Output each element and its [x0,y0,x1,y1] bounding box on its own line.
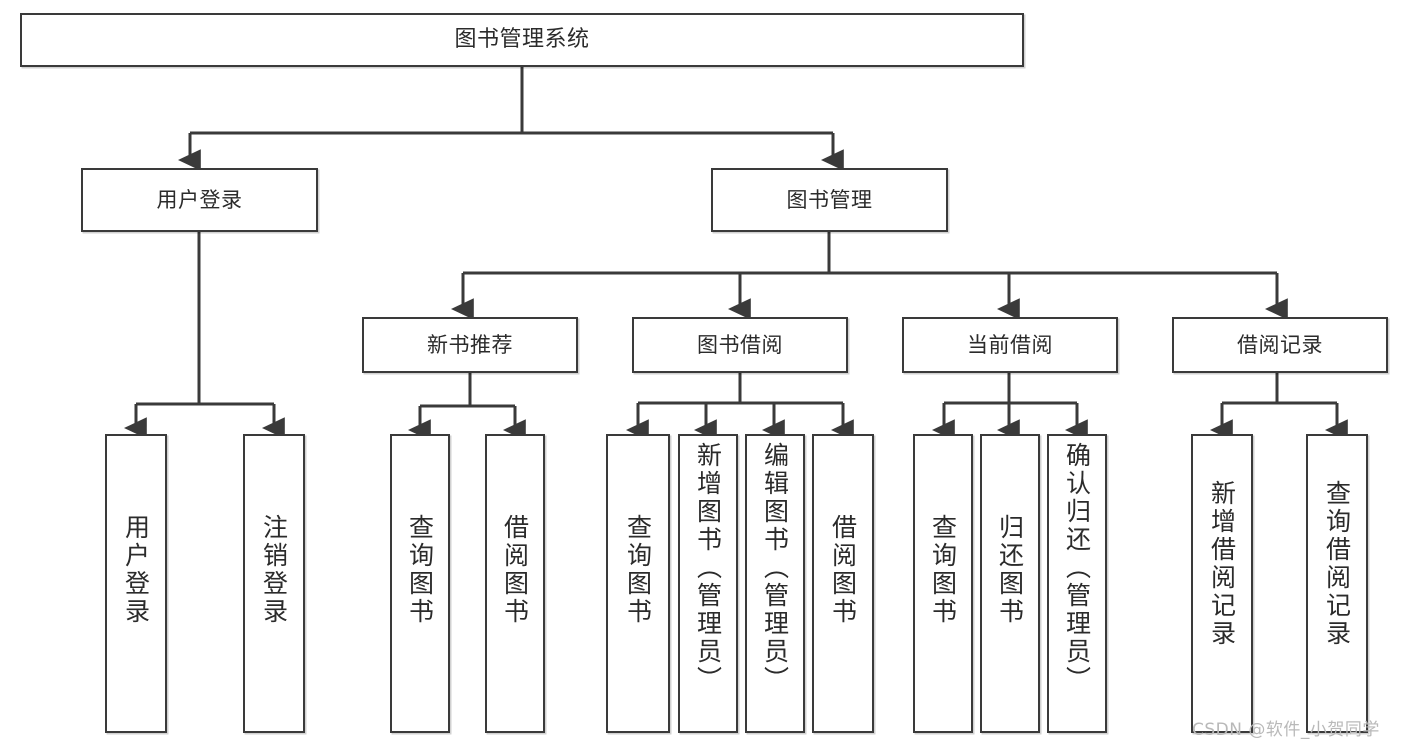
node-book-borrow[interactable]: 图书借阅 [632,317,848,373]
node-current-borrow-label: 当前借阅 [967,332,1053,357]
leaf-record-add-record-label: 新增借阅记录 [1207,480,1237,648]
leaf-newbook-query-book-label: 查询图书 [405,514,435,626]
leaf-current-return-book[interactable]: 归还图书 [980,434,1040,733]
leaf-borrow-add-book-admin[interactable]: 新增图书（管理员） [678,434,738,733]
leaf-borrow-query-book[interactable]: 查询图书 [606,434,670,733]
leaf-user-logout[interactable]: 注销登录 [243,434,305,733]
csdn-watermark: CSDN @软件_小贺同学 [1192,720,1380,740]
node-new-book-recommend-label: 新书推荐 [427,332,513,357]
leaf-user-logout-label: 注销登录 [259,514,289,626]
leaf-newbook-borrow-book-label: 借阅图书 [500,514,530,626]
leaf-current-query-book-label: 查询图书 [928,514,958,626]
leaf-record-query-record-label: 查询借阅记录 [1322,480,1352,648]
leaf-current-confirm-return-admin-label: 确认归还（管理员） [1062,442,1092,694]
leaf-newbook-borrow-book[interactable]: 借阅图书 [485,434,545,733]
leaf-borrow-edit-book-admin[interactable]: 编辑图书（管理员） [745,434,805,733]
node-root-label: 图书管理系统 [454,27,590,53]
leaf-borrow-query-book-label: 查询图书 [623,514,653,626]
leaf-record-add-record[interactable]: 新增借阅记录 [1191,434,1253,733]
node-user-login[interactable]: 用户登录 [81,168,318,232]
leaf-borrow-borrow-book[interactable]: 借阅图书 [812,434,874,733]
leaf-borrow-borrow-book-label: 借阅图书 [828,514,858,626]
leaf-borrow-add-book-admin-label: 新增图书（管理员） [693,442,723,694]
leaf-newbook-query-book[interactable]: 查询图书 [390,434,450,733]
leaf-current-query-book[interactable]: 查询图书 [913,434,973,733]
node-current-borrow[interactable]: 当前借阅 [902,317,1118,373]
node-new-book-recommend[interactable]: 新书推荐 [362,317,578,373]
leaf-current-confirm-return-admin[interactable]: 确认归还（管理员） [1047,434,1107,733]
node-user-login-label: 用户登录 [156,187,243,212]
node-root[interactable]: 图书管理系统 [20,13,1024,67]
leaf-user-login[interactable]: 用户登录 [105,434,167,733]
leaf-current-return-book-label: 归还图书 [995,514,1025,626]
node-book-borrow-label: 图书借阅 [697,332,783,357]
leaf-user-login-label: 用户登录 [121,514,151,626]
node-book-management-label: 图书管理 [786,187,873,212]
node-borrow-record[interactable]: 借阅记录 [1172,317,1388,373]
node-book-management[interactable]: 图书管理 [711,168,948,232]
leaf-borrow-edit-book-admin-label: 编辑图书（管理员） [760,442,790,694]
node-borrow-record-label: 借阅记录 [1237,332,1323,357]
leaf-record-query-record[interactable]: 查询借阅记录 [1306,434,1368,733]
